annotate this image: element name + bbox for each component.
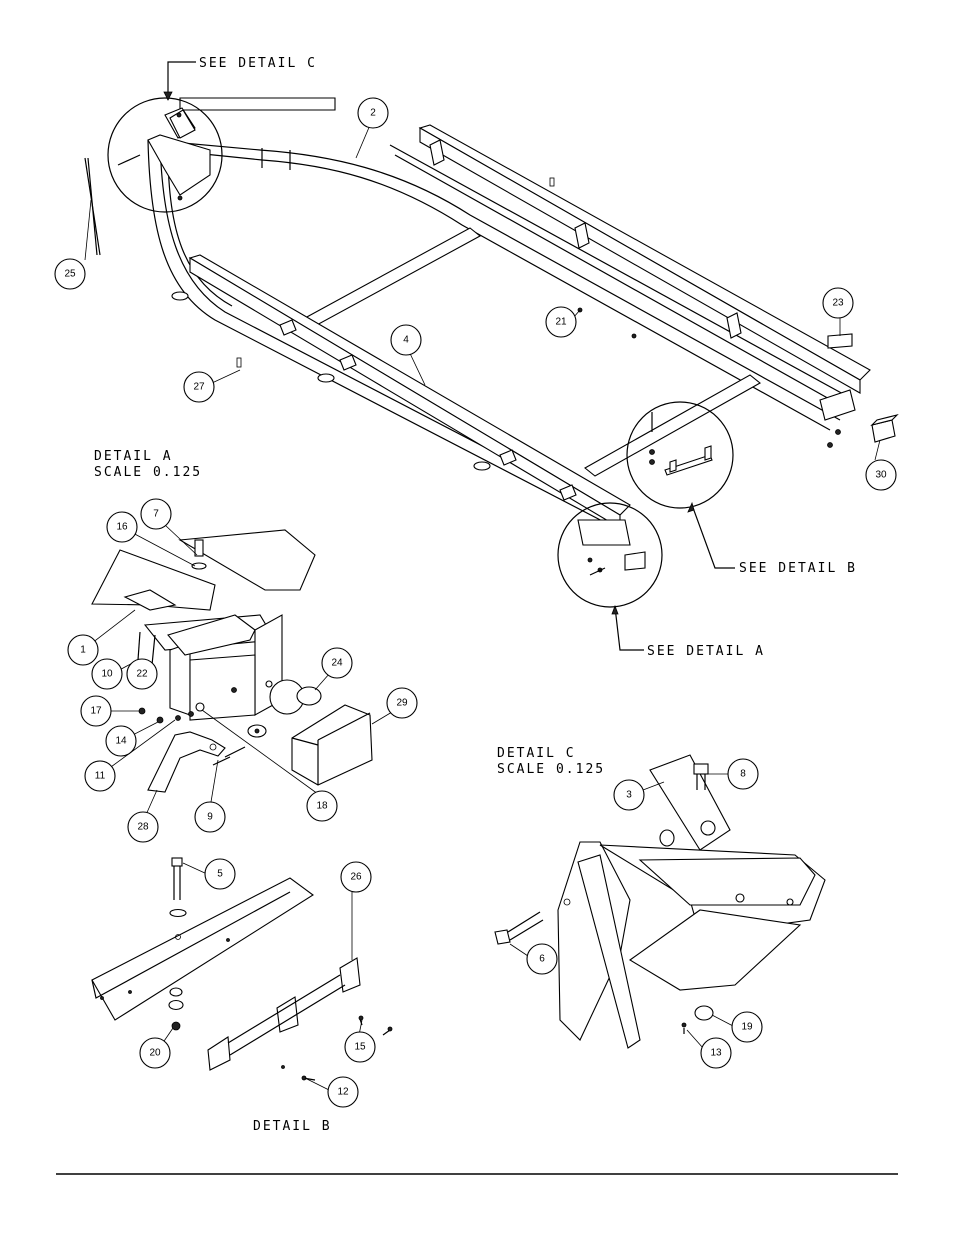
svg-text:13: 13 [710, 1048, 722, 1059]
detail-c-title: DETAIL C [497, 746, 576, 761]
callout-leaders [163, 61, 735, 651]
svg-text:27: 27 [193, 382, 205, 393]
detail-a-drawing [91, 529, 373, 793]
balloon-2: 2 [357, 97, 389, 129]
balloon-22: 22 [126, 658, 158, 690]
svg-text:19: 19 [741, 1022, 753, 1033]
svg-text:2: 2 [370, 108, 376, 119]
detail-b-title: DETAIL B [253, 1119, 332, 1134]
balloon-16: 16 [106, 511, 138, 543]
balloon-13: 13 [700, 1037, 732, 1069]
balloon-26: 26 [340, 861, 372, 893]
svg-text:1: 1 [80, 645, 86, 656]
svg-text:5: 5 [217, 869, 223, 880]
trailer-frame [84, 97, 899, 529]
balloon-21: 21 [545, 306, 577, 338]
balloon-6: 6 [526, 943, 558, 975]
balloon-7: 7 [140, 498, 172, 530]
detail-b-drawing [91, 857, 393, 1081]
svg-text:18: 18 [316, 801, 328, 812]
balloon-30: 30 [865, 459, 897, 491]
balloon-25: 25 [54, 258, 86, 290]
svg-text:29: 29 [396, 698, 408, 709]
svg-text:25: 25 [64, 269, 76, 280]
detail-a-title: DETAIL A [94, 449, 173, 464]
svg-text:15: 15 [354, 1042, 366, 1053]
svg-text:30: 30 [875, 470, 887, 481]
svg-text:10: 10 [101, 669, 113, 680]
balloon-5: 5 [204, 858, 236, 890]
see-detail-a-label: SEE DETAIL A [647, 644, 765, 659]
balloon-29: 29 [386, 687, 418, 719]
balloon-23: 23 [822, 287, 854, 319]
balloon-10: 10 [91, 658, 123, 690]
svg-text:23: 23 [832, 298, 844, 309]
detail-a-circle [557, 502, 663, 608]
detail-a-scale: SCALE 0.125 [94, 465, 202, 480]
balloon-8: 8 [727, 758, 759, 790]
balloon-27: 27 [183, 371, 215, 403]
detail-b-circle [626, 401, 734, 509]
svg-text:7: 7 [153, 509, 159, 520]
balloon-3: 3 [613, 779, 645, 811]
balloon-28: 28 [127, 811, 159, 843]
svg-text:12: 12 [337, 1087, 349, 1098]
svg-text:4: 4 [403, 335, 409, 346]
svg-text:22: 22 [136, 669, 148, 680]
balloon-17: 17 [80, 695, 112, 727]
balloon-9: 9 [194, 801, 226, 833]
svg-text:3: 3 [626, 790, 632, 801]
svg-text:6: 6 [539, 954, 545, 965]
balloon-1: 1 [67, 634, 99, 666]
balloon-15: 15 [344, 1031, 376, 1063]
svg-text:24: 24 [331, 658, 343, 669]
balloon-19: 19 [731, 1011, 763, 1043]
svg-text:17: 17 [90, 706, 102, 717]
balloon-14: 14 [105, 725, 137, 757]
see-detail-c-label: SEE DETAIL C [199, 56, 317, 71]
balloon-18: 18 [306, 790, 338, 822]
detail-c-circle [107, 97, 223, 213]
balloon-20: 20 [139, 1037, 171, 1069]
svg-text:8: 8 [740, 769, 746, 780]
detail-c-scale: SCALE 0.125 [497, 762, 605, 777]
svg-text:28: 28 [137, 822, 149, 833]
balloon-24: 24 [321, 647, 353, 679]
svg-text:14: 14 [115, 736, 127, 747]
svg-text:21: 21 [555, 317, 567, 328]
svg-text:26: 26 [350, 872, 362, 883]
balloon-11: 11 [84, 760, 116, 792]
svg-text:16: 16 [116, 522, 128, 533]
svg-text:20: 20 [149, 1048, 161, 1059]
detail-c-drawing [494, 754, 826, 1049]
svg-text:11: 11 [95, 771, 106, 782]
see-detail-b-label: SEE DETAIL B [739, 561, 857, 576]
balloon-12: 12 [327, 1076, 359, 1108]
svg-text:9: 9 [207, 812, 213, 823]
balloon-4: 4 [390, 324, 422, 356]
